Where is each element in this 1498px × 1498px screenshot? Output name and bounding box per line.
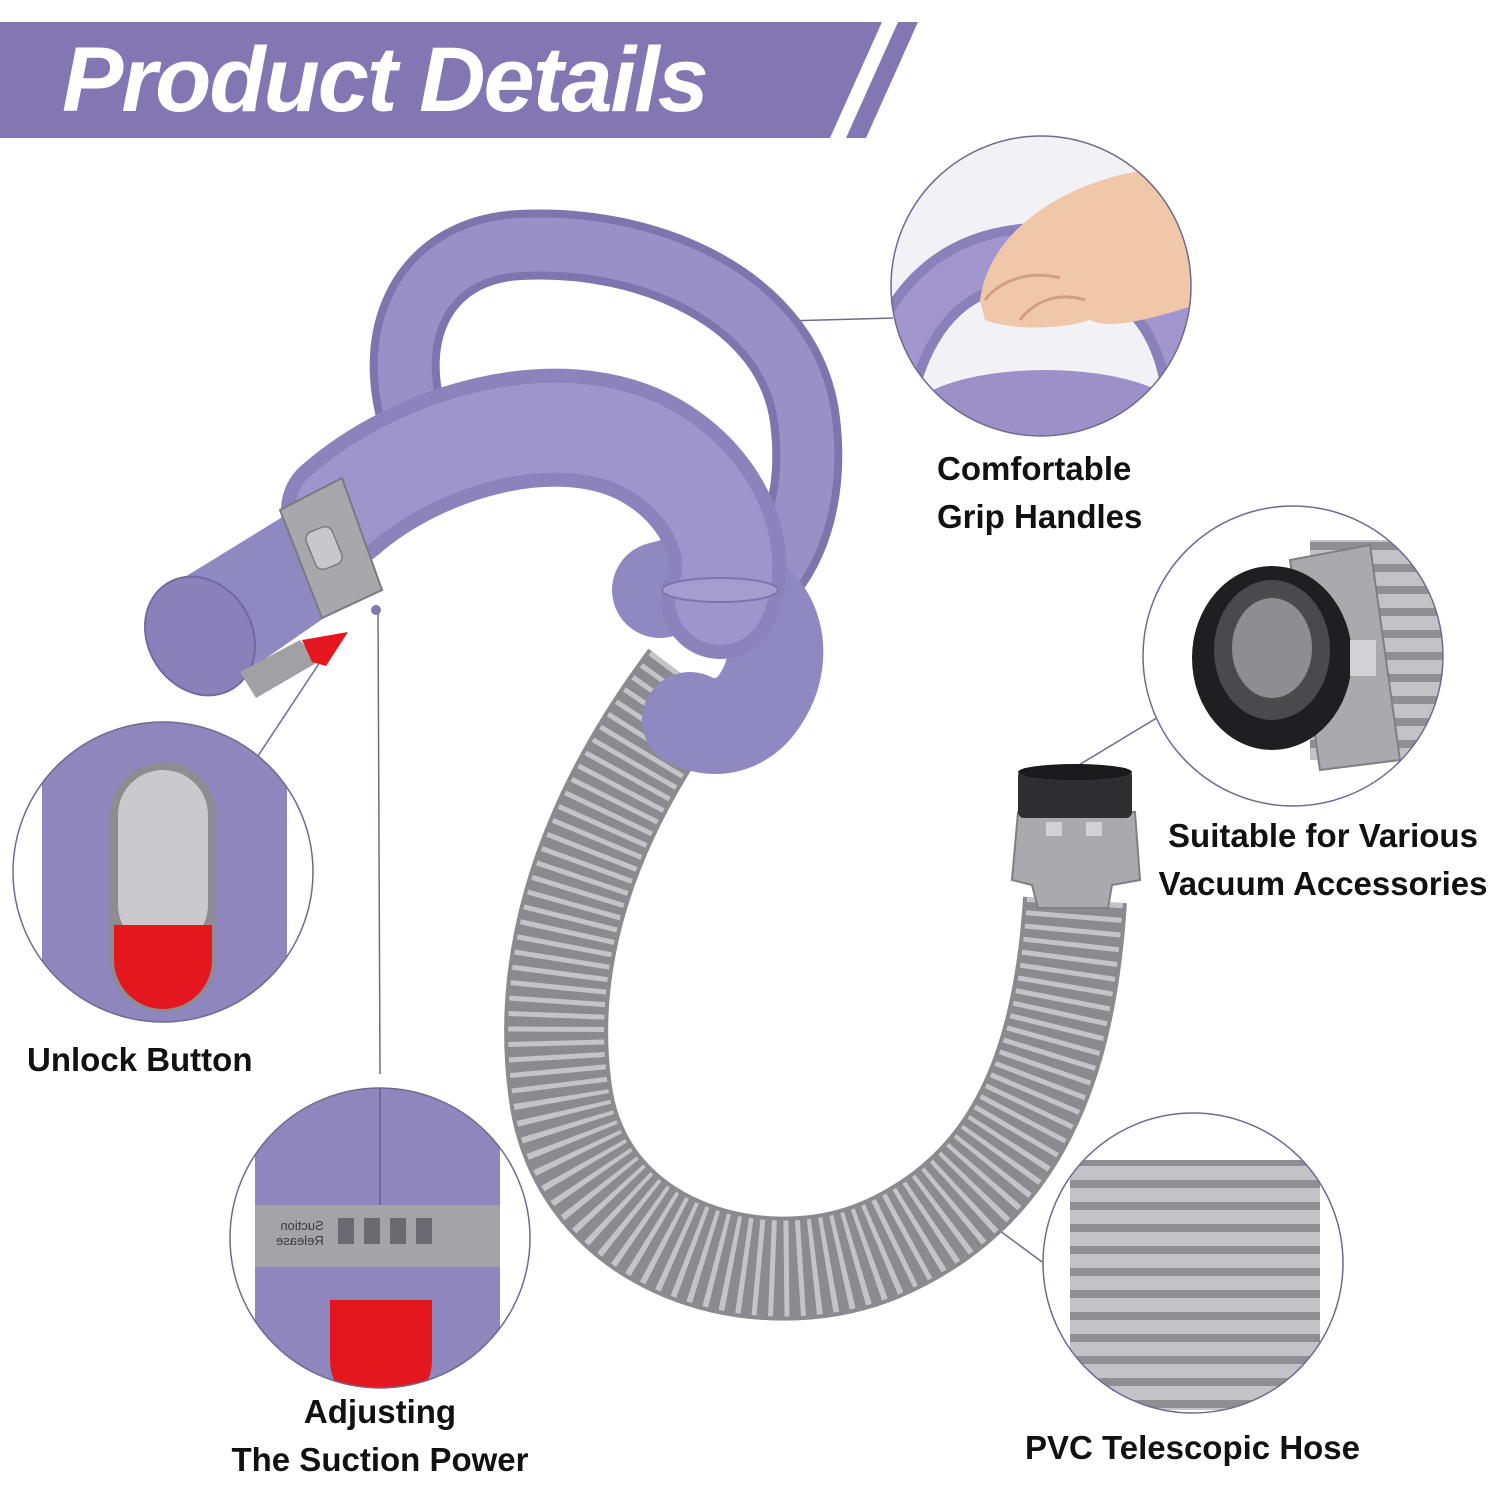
detail-circle-unlock xyxy=(12,721,314,1023)
callout-suction: Adjusting The Suction Power xyxy=(210,1388,550,1484)
detail-circle-grip xyxy=(890,135,1192,437)
suction-ring-line-1: Suction xyxy=(280,1218,324,1233)
flexible-hose xyxy=(504,648,1127,1321)
callout-accessories-line-1: Suitable for Various xyxy=(1168,817,1478,854)
suction-ring-text: Suction Release xyxy=(276,1218,324,1248)
callout-unlock-line-1: Unlock Button xyxy=(27,1041,253,1078)
callout-dot-suction xyxy=(371,605,381,615)
detail-circle-suction xyxy=(229,1087,531,1389)
callout-grip-line-1: Comfortable xyxy=(937,450,1132,487)
detail-circle-hose xyxy=(1042,1112,1344,1414)
callout-unlock: Unlock Button xyxy=(27,1036,252,1084)
suction-ring-line-2: Release xyxy=(276,1233,324,1248)
callout-suction-line-2: The Suction Power xyxy=(231,1441,529,1478)
banner-stripe xyxy=(846,22,918,138)
callout-hose-line-1: PVC Telescopic Hose xyxy=(1025,1429,1361,1466)
header-banner xyxy=(0,22,918,138)
banner-bar xyxy=(0,22,882,138)
callout-accessories: Suitable for Various Vacuum Accessories xyxy=(1150,812,1496,908)
callout-grip: Comfortable Grip Handles xyxy=(937,445,1142,541)
callout-grip-line-2: Grip Handles xyxy=(937,498,1143,535)
grip-handle-wand xyxy=(144,209,843,774)
callout-suction-line-1: Adjusting xyxy=(303,1393,457,1430)
page-title: Product Details xyxy=(62,29,709,131)
accessory-connector xyxy=(1010,764,1142,909)
callout-accessories-line-2: Vacuum Accessories xyxy=(1158,865,1488,902)
callout-hose: PVC Telescopic Hose xyxy=(1025,1424,1360,1472)
detail-circle-accessories xyxy=(1142,505,1444,807)
